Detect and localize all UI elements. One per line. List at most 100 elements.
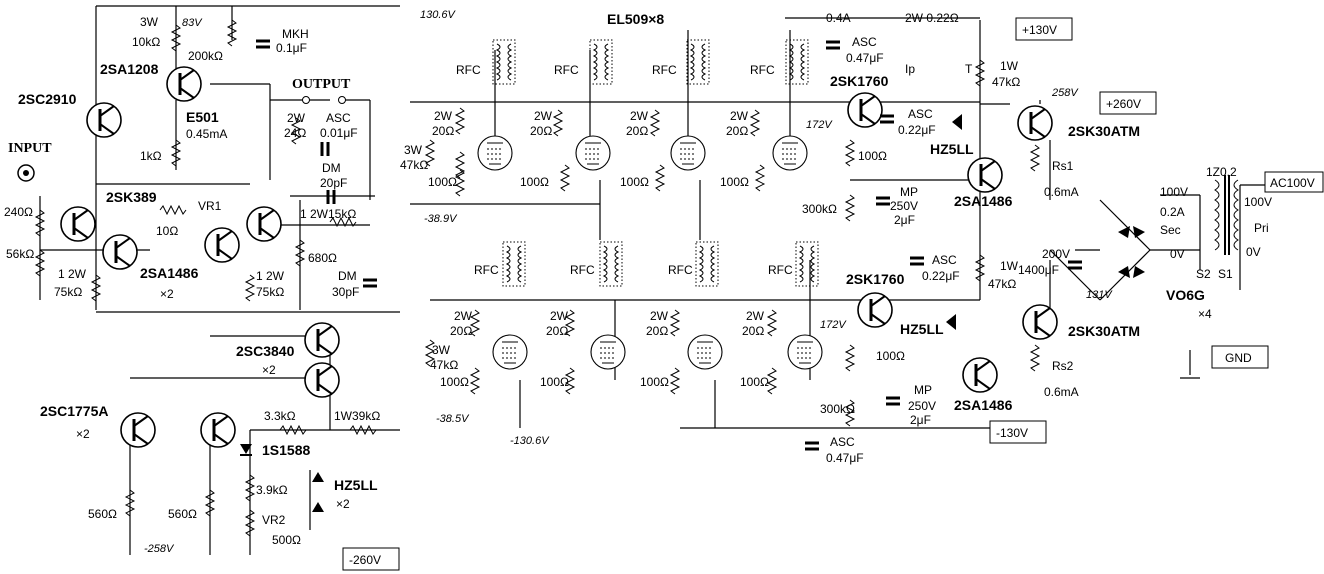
svg-text:2W: 2W <box>746 309 765 323</box>
svg-text:ASC: ASC <box>932 253 957 267</box>
rail-pos130-box <box>1015 17 1073 41</box>
svg-text:100V: 100V <box>1160 185 1188 199</box>
svg-text:560Ω: 560Ω <box>168 507 197 521</box>
svg-text:10Ω: 10Ω <box>156 224 178 238</box>
svg-text:HZ5LL: HZ5LL <box>334 477 378 493</box>
svg-text:250V: 250V <box>890 199 918 213</box>
svg-text:24Ω: 24Ω <box>284 126 306 140</box>
svg-text:2SA1486: 2SA1486 <box>140 265 199 281</box>
svg-text:10kΩ: 10kΩ <box>132 35 160 49</box>
svg-text:0.6mA: 0.6mA <box>1044 385 1079 399</box>
svg-text:2W: 2W <box>550 309 569 323</box>
input-jack-icon <box>17 164 35 182</box>
rail-neg130: -130V <box>996 426 1028 440</box>
svg-text:250V: 250V <box>908 399 936 413</box>
svg-text:100Ω: 100Ω <box>540 375 569 389</box>
svg-text:RFC: RFC <box>652 63 677 77</box>
svg-text:100Ω: 100Ω <box>876 349 905 363</box>
svg-text:2SA1486: 2SA1486 <box>954 397 1013 413</box>
svg-text:2W: 2W <box>454 309 473 323</box>
svg-text:-258V: -258V <box>144 543 175 555</box>
svg-text:680Ω: 680Ω <box>308 251 337 265</box>
labels: EL509×8 130.6V 0.4A 2W 0.22Ω Ip T +130V … <box>4 9 1315 567</box>
svg-text:×4: ×4 <box>1198 307 1212 321</box>
capacitors <box>256 39 1082 451</box>
svg-text:20Ω: 20Ω <box>546 324 568 338</box>
svg-text:100Ω: 100Ω <box>720 175 749 189</box>
svg-text:Pri: Pri <box>1254 221 1269 235</box>
svg-text:100Ω: 100Ω <box>740 375 769 389</box>
svg-text:20Ω: 20Ω <box>450 324 472 338</box>
svg-text:0.22μF: 0.22μF <box>922 269 960 283</box>
svg-text:DM: DM <box>322 161 341 175</box>
svg-text:1S1588: 1S1588 <box>262 442 310 458</box>
output-terminal-icon <box>302 96 310 104</box>
output-label: OUTPUT <box>292 77 351 92</box>
rail-pos260-box <box>1099 91 1157 115</box>
svg-text:47kΩ: 47kΩ <box>430 358 458 372</box>
svg-text:0.01μF: 0.01μF <box>320 126 358 140</box>
svg-text:3W: 3W <box>432 343 451 357</box>
svg-text:ASC: ASC <box>830 435 855 449</box>
input-label: INPUT <box>8 141 52 156</box>
svg-text:MKH: MKH <box>282 27 309 41</box>
svg-text:3.3kΩ: 3.3kΩ <box>264 409 296 423</box>
tr-2sc2910: 2SC2910 <box>18 91 77 107</box>
svg-text:56kΩ: 56kΩ <box>6 247 34 261</box>
resistor-label: 2W 0.22Ω <box>905 11 959 25</box>
svg-text:0.2A: 0.2A <box>1160 205 1185 219</box>
svg-text:2W: 2W <box>630 109 649 123</box>
svg-text:3.9kΩ: 3.9kΩ <box>256 483 288 497</box>
svg-text:×2: ×2 <box>336 497 350 511</box>
svg-text:2SC1775A: 2SC1775A <box>40 403 109 419</box>
svg-text:100Ω: 100Ω <box>620 175 649 189</box>
svg-text:0.6mA: 0.6mA <box>1044 185 1079 199</box>
rail-ac100: AC100V <box>1270 176 1315 190</box>
svg-text:0.47μF: 0.47μF <box>846 51 884 65</box>
svg-text:300kΩ: 300kΩ <box>802 202 837 216</box>
svg-text:1Z0.2: 1Z0.2 <box>1206 165 1237 179</box>
svg-text:RFC: RFC <box>750 63 775 77</box>
svg-text:2W: 2W <box>534 109 553 123</box>
svg-text:3W: 3W <box>404 143 423 157</box>
svg-text:1kΩ: 1kΩ <box>140 149 162 163</box>
svg-text:1W: 1W <box>1000 59 1019 73</box>
svg-text:ASC: ASC <box>326 111 351 125</box>
rail-neg130-box <box>989 420 1047 444</box>
svg-text:RFC: RFC <box>768 263 793 277</box>
svg-text:200kΩ: 200kΩ <box>188 49 223 63</box>
svg-text:2μF: 2μF <box>894 213 915 227</box>
svg-text:-130.6V: -130.6V <box>510 435 550 447</box>
svg-text:300kΩ: 300kΩ <box>820 402 855 416</box>
svg-text:2SK389: 2SK389 <box>106 189 157 205</box>
svg-text:1W39kΩ: 1W39kΩ <box>334 409 380 423</box>
svg-text:100Ω: 100Ω <box>520 175 549 189</box>
svg-text:ASC: ASC <box>908 107 933 121</box>
svg-text:172V: 172V <box>820 319 847 331</box>
svg-text:MP: MP <box>900 185 918 199</box>
svg-text:0V: 0V <box>1170 247 1185 261</box>
rail-gnd: GND <box>1225 351 1252 365</box>
current-label: 0.4A <box>826 11 851 25</box>
svg-text:Rs2: Rs2 <box>1052 359 1074 373</box>
svg-text:VR2: VR2 <box>262 513 286 527</box>
svg-text:2SK30ATM: 2SK30ATM <box>1068 123 1140 139</box>
svg-text:VR1: VR1 <box>198 199 222 213</box>
svg-text:2W: 2W <box>650 309 669 323</box>
svg-text:2W: 2W <box>434 109 453 123</box>
svg-text:47kΩ: 47kΩ <box>988 277 1016 291</box>
svg-text:Rs1: Rs1 <box>1052 159 1074 173</box>
svg-text:20Ω: 20Ω <box>626 124 648 138</box>
svg-text:258V: 258V <box>1051 87 1079 99</box>
power-transformer <box>1214 175 1239 255</box>
svg-text:172V: 172V <box>806 119 833 131</box>
svg-text:3W: 3W <box>140 15 159 29</box>
svg-text:20Ω: 20Ω <box>530 124 552 138</box>
svg-text:2SC3840: 2SC3840 <box>236 343 295 359</box>
svg-text:-38.5V: -38.5V <box>436 413 470 425</box>
diodes <box>240 114 1145 512</box>
svg-text:100V: 100V <box>1244 195 1272 209</box>
svg-text:0.22μF: 0.22μF <box>898 123 936 137</box>
svg-text:2SA1486: 2SA1486 <box>954 193 1013 209</box>
svg-text:-38.9V: -38.9V <box>424 213 458 225</box>
